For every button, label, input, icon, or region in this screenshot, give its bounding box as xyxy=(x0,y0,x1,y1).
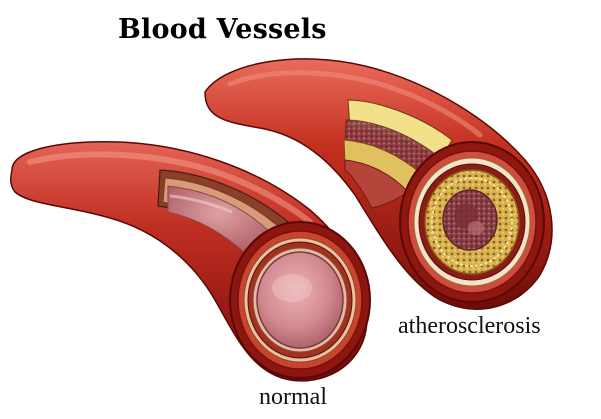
atherosclerosis-label: atherosclerosis xyxy=(398,313,541,340)
normal-vessel xyxy=(11,142,370,381)
normal-label: normal xyxy=(259,384,327,411)
diagram-title: Blood Vessels xyxy=(118,14,327,45)
